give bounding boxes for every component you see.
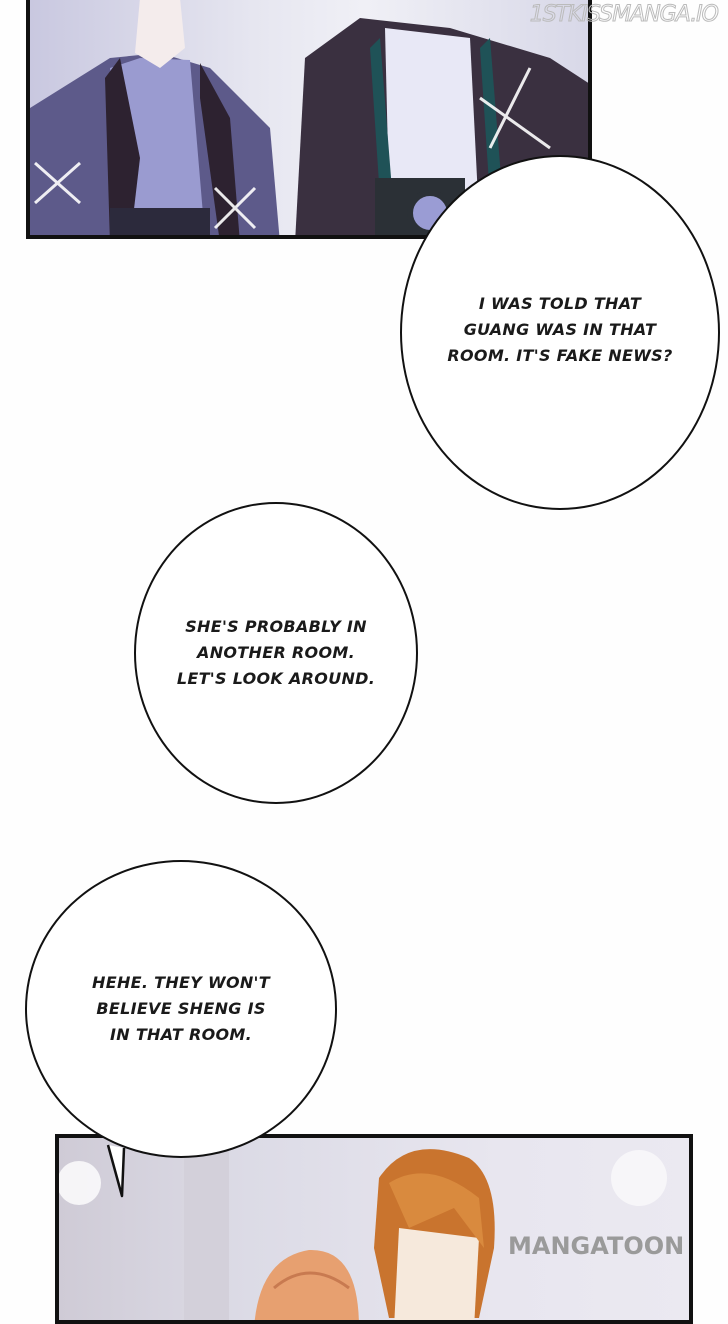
bubble-text-1: I WAS TOLD THAT GUANG WAS IN THAT ROOM. … xyxy=(447,293,673,365)
watermark-mangatoon: MANGATOON xyxy=(508,1232,685,1260)
panel-art-two-men xyxy=(30,0,588,235)
speech-bubble-3-tail xyxy=(106,1144,126,1198)
speech-bubble-3: HEHE. THEY WON'T BELIEVE SHENG IS IN THA… xyxy=(25,860,337,1158)
panel-art-orange-haired-men xyxy=(59,1148,667,1320)
speech-bubble-1: I WAS TOLD THAT GUANG WAS IN THAT ROOM. … xyxy=(400,155,720,510)
comic-panel-bottom xyxy=(55,1134,693,1324)
bubble-text-3: HEHE. THEY WON'T BELIEVE SHENG IS IN THA… xyxy=(92,973,270,1044)
bubble-text-2: SHE'S PROBABLY IN ANOTHER ROOM. LET'S LO… xyxy=(176,617,376,688)
comic-panel-top xyxy=(26,0,592,239)
speech-bubble-2: SHE'S PROBABLY IN ANOTHER ROOM. LET'S LO… xyxy=(134,502,418,804)
watermark-1stkissmanga: 1STKISSMANGA.IO xyxy=(529,2,719,28)
